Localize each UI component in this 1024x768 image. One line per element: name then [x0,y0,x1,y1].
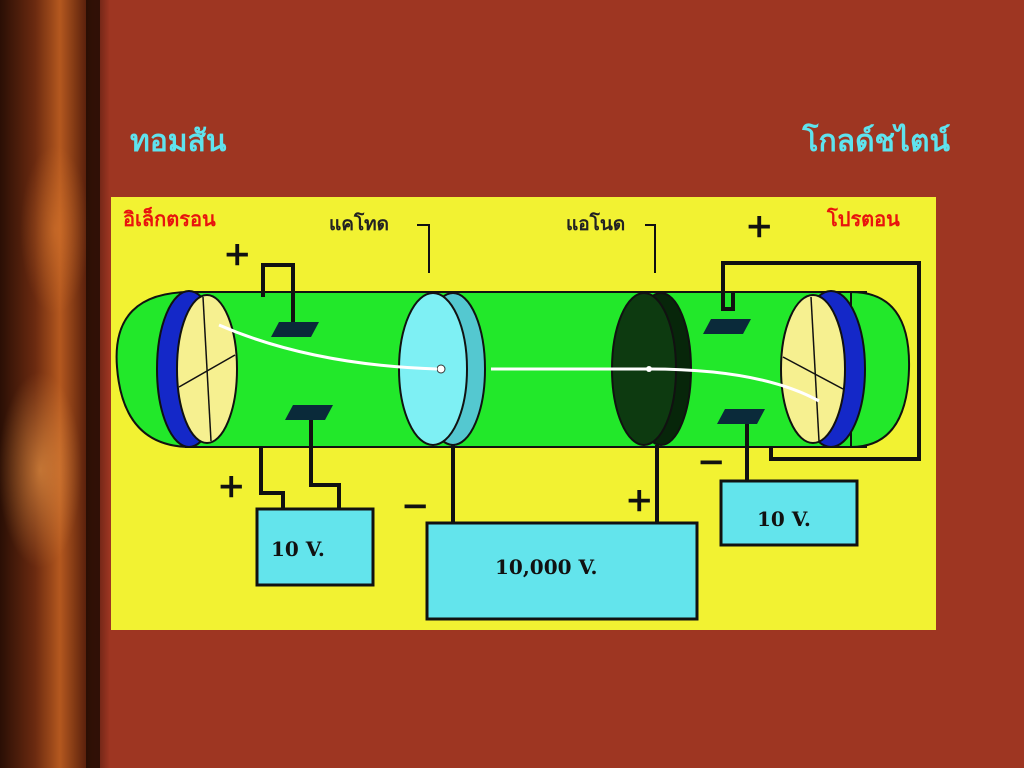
proton-beam [648,367,820,403]
plate-wire-right-top [721,261,921,447]
plus-sign-anode: + [625,480,654,520]
voltage-label-center: 10,000 V. [495,555,598,579]
screen-right-line [810,296,820,442]
label-anode: แอโนด [566,213,626,235]
voltage-label-left: 10 V. [271,537,325,561]
plate-wire-left-top [261,263,295,322]
plus-sign-left-bottom: + [217,466,246,506]
plus-sign-right-top: + [745,206,774,246]
screen-right-face [780,294,846,444]
screen-right-line [782,356,844,390]
diagram-graphics [115,224,921,621]
screen-left-line [178,354,236,388]
label-cathode: แคโทด [329,213,390,235]
deflection-plate-left-bottom [285,405,333,420]
plus-sign-left-top: + [223,234,252,274]
title-thomson: ทอมสัน [130,124,227,159]
tube-wire-right [769,447,921,461]
deflection-plate-right-bottom [717,409,765,424]
label-proton: โปรตอน [827,207,900,231]
voltage-box-left [255,507,375,587]
cathode-pointer [417,224,430,273]
deflection-plate-right-top [703,319,751,334]
cathode-ray-tube-diagram: อิเล็กตรอน โปรตอน แคโทด แอโนด + + − + + … [111,197,936,630]
electron-beam [218,323,438,371]
title-goldstein: โกลด์ชไตน์ [802,124,950,159]
plate-wire-left-bottom [309,420,341,509]
voltage-box-right [719,479,859,547]
cathode-hole [436,364,446,374]
minus-sign-cathode: − [401,486,430,526]
screen-left-line [202,296,212,442]
label-electron: อิเล็กตรอน [123,207,216,231]
side-shadow [86,0,110,768]
minus-sign-right: − [697,442,726,482]
voltage-box-center [425,521,699,621]
deflection-plate-left-top [271,322,319,337]
tube-end-right [850,290,911,449]
tube-wire-left [259,447,285,509]
voltage-label-right: 10 V. [757,507,811,531]
anode-pointer [645,224,656,273]
decorative-glow [0,0,100,768]
